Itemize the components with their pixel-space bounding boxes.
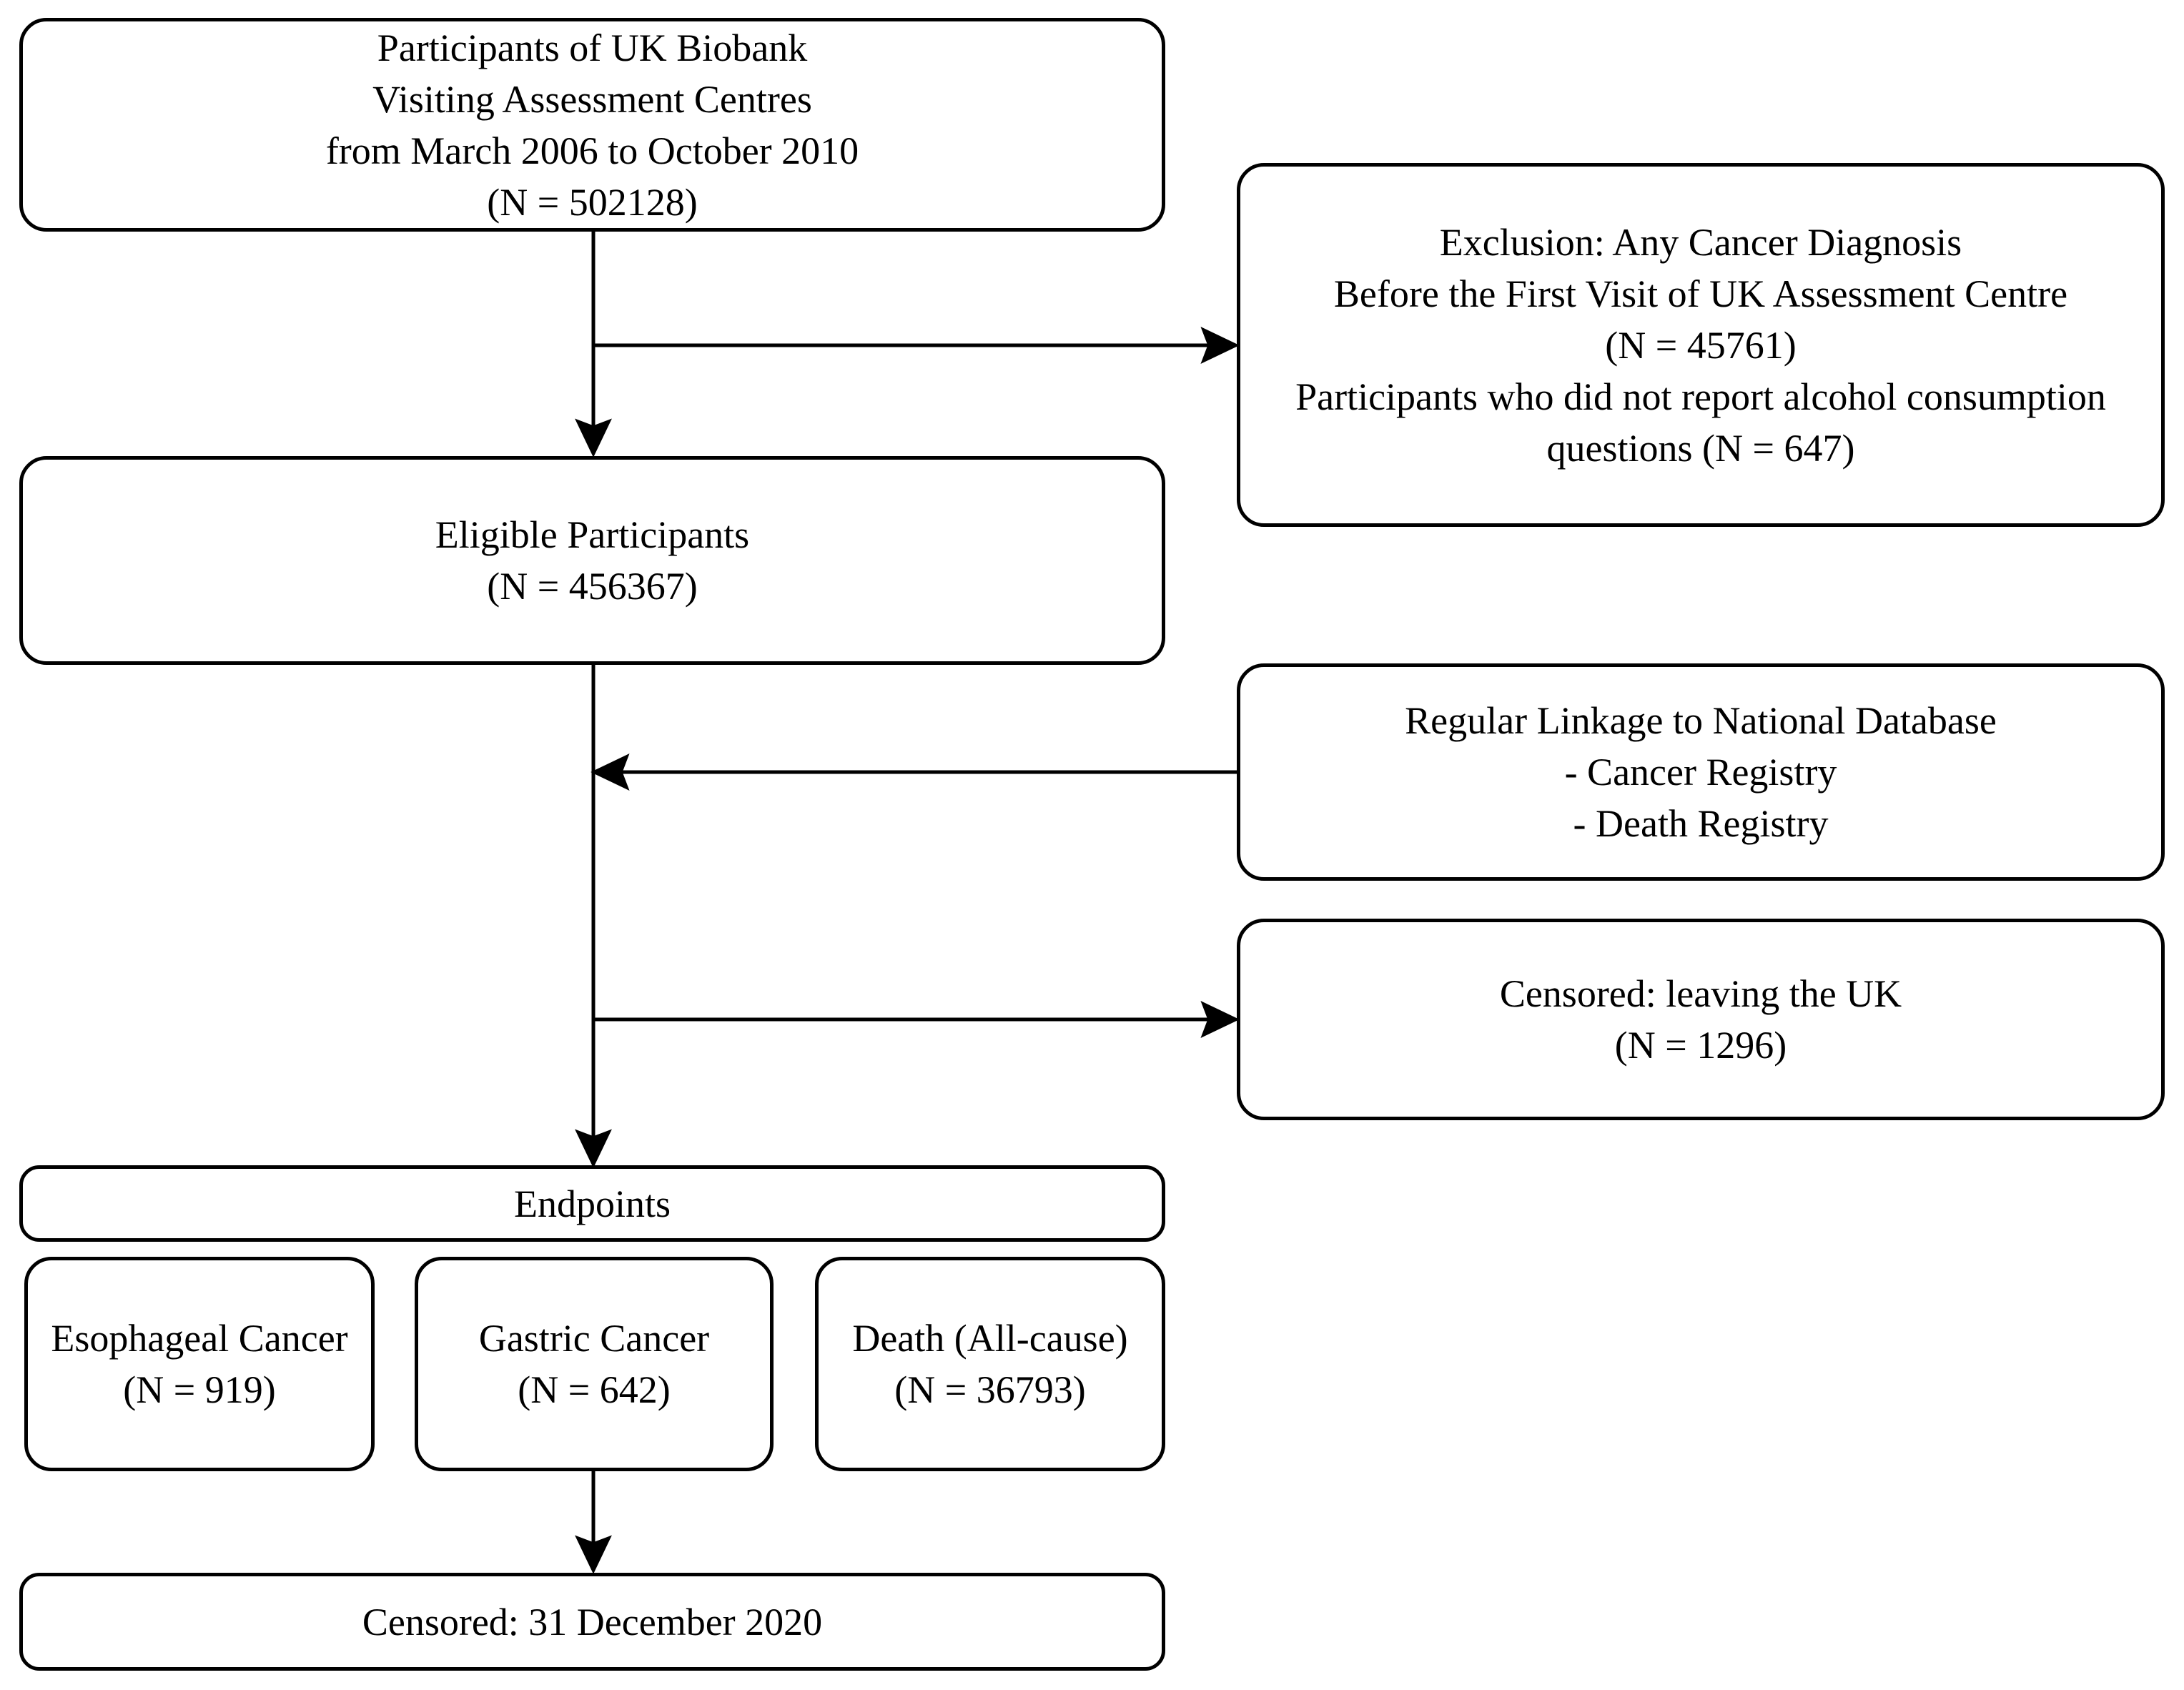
box-exclusion-line: Exclusion: Any Cancer Diagnosis — [1439, 220, 1962, 264]
box-endpoints: Endpoints — [19, 1165, 1165, 1242]
box-linkage-line: - Death Registry — [1573, 802, 1829, 845]
box-eligible-line: Eligible Participants — [435, 513, 750, 556]
box-exclusion-line: Participants who did not report alcohol … — [1295, 375, 2106, 418]
box-linkage: Regular Linkage to National Database - C… — [1237, 663, 2165, 881]
box-participants-line: Visiting Assessment Centres — [372, 77, 812, 121]
arrow-linkage-to-flow — [591, 753, 1237, 791]
box-censored-uk-line: (N = 1296) — [1614, 1024, 1787, 1067]
box-censored-uk-line: Censored: leaving the UK — [1499, 972, 1902, 1015]
arrow-flow-to-censored-uk — [593, 1001, 1240, 1038]
box-esophageal-line: Esophageal Cancer — [51, 1317, 348, 1360]
arrow-eligible-to-endpoints — [575, 665, 612, 1168]
box-gastric-line: (N = 642) — [518, 1368, 671, 1411]
box-eligible-line: (N = 456367) — [487, 565, 698, 608]
box-exclusion: Exclusion: Any Cancer Diagnosis Before t… — [1237, 163, 2165, 527]
box-participants-line: from March 2006 to October 2010 — [325, 129, 859, 172]
box-esophageal-cancer: Esophageal Cancer (N = 919) — [24, 1257, 375, 1471]
box-participants-line: Participants of UK Biobank — [377, 26, 808, 69]
box-linkage-line: Regular Linkage to National Database — [1405, 699, 1997, 742]
box-exclusion-line: (N = 45761) — [1605, 323, 1797, 367]
box-esophageal-line: (N = 919) — [123, 1368, 276, 1411]
box-endpoints-line: Endpoints — [513, 1182, 671, 1225]
box-exclusion-line: questions (N = 647) — [1546, 426, 1855, 470]
arrow-gastric-to-censored-2020 — [575, 1471, 612, 1574]
box-eligible: Eligible Participants (N = 456367) — [19, 456, 1165, 665]
box-death-all-cause: Death (All-cause) (N = 36793) — [815, 1257, 1165, 1471]
box-death-line: (N = 36793) — [894, 1368, 1086, 1411]
box-censored-uk: Censored: leaving the UK (N = 1296) — [1237, 919, 2165, 1120]
box-death-line: Death (All-cause) — [852, 1317, 1128, 1360]
box-gastric-line: Gastric Cancer — [478, 1317, 710, 1360]
arrow-participants-to-eligible — [575, 232, 612, 458]
box-gastric-cancer: Gastric Cancer (N = 642) — [415, 1257, 774, 1471]
box-linkage-line: - Cancer Registry — [1564, 751, 1837, 794]
arrow-participants-to-exclusion — [593, 327, 1240, 364]
box-censored-2020-line: Censored: 31 December 2020 — [362, 1600, 823, 1644]
box-censored-2020: Censored: 31 December 2020 — [19, 1573, 1165, 1671]
box-participants-line: (N = 502128) — [487, 180, 698, 224]
box-exclusion-line: Before the First Visit of UK Assessment … — [1333, 272, 2068, 315]
box-participants: Participants of UK Biobank Visiting Asse… — [19, 18, 1165, 232]
